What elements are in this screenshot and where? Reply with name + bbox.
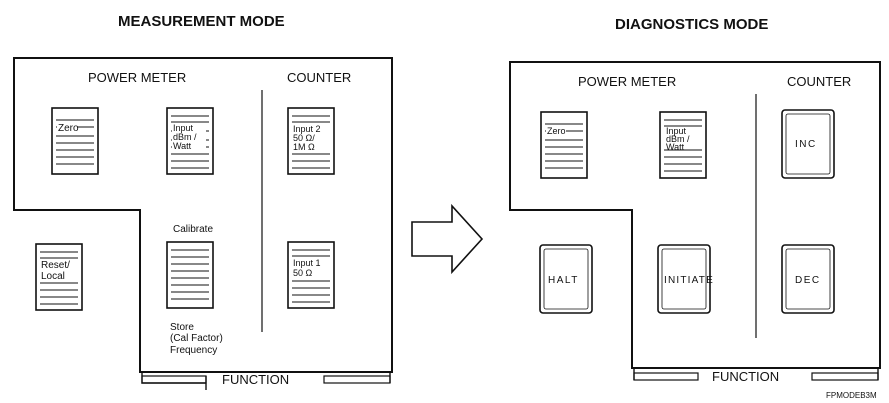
diag-function-bracket [633, 368, 879, 381]
reset-local-key[interactable]: Reset/ Local [35, 243, 83, 311]
mode-arrow [411, 203, 484, 275]
reset-key-label-2: Local [41, 271, 65, 282]
diag-zero-key-label: Zero [547, 126, 566, 136]
input-dbm-watt-key[interactable]: Input dBm / Watt [166, 107, 214, 175]
input-2-key-lines [292, 115, 330, 169]
input-key-label-2: dBm / [173, 132, 197, 142]
power-meter-heading: POWER METER [88, 70, 186, 85]
input-1-key-label-1: Input 1 [293, 258, 321, 268]
diag-input-key-label-3: Watt [666, 142, 685, 152]
input-2-key-label-2: 50 Ω/ [293, 133, 315, 143]
diag-zero-key[interactable]: Zero [540, 111, 588, 179]
initiate-key[interactable]: INITIATE [657, 244, 714, 314]
measurement-mode-title: MEASUREMENT MODE [118, 13, 285, 30]
zero-key[interactable]: Zero [51, 107, 99, 175]
halt-key[interactable]: HALT [539, 244, 593, 314]
reset-key-lines [40, 251, 78, 305]
diag-power-meter-heading: POWER METER [578, 74, 676, 89]
diag-input-key-label-1: Input [666, 126, 687, 136]
function-bracket [141, 372, 391, 390]
input-1-key[interactable]: Input 1 50 Ω [287, 241, 335, 309]
input-key-label-3: Watt [173, 141, 192, 151]
calibrate-label: Calibrate [173, 224, 213, 235]
initiate-key-label: INITIATE [664, 275, 714, 286]
store-label-1: Store [170, 322, 194, 333]
inc-key[interactable]: INC [781, 109, 835, 179]
diag-input-key-lines [664, 119, 702, 172]
diag-input-key-label-2: dBm / [666, 134, 690, 144]
zero-key-lines [56, 119, 94, 165]
input-2-key-label-3: 1M Ω [293, 142, 315, 152]
input-2-key-label-1: Input 2 [293, 124, 321, 134]
figure-code: FPMODEB3M [826, 391, 877, 400]
halt-key-label: HALT [548, 275, 579, 286]
diag-counter-heading: COUNTER [787, 74, 851, 89]
dec-key[interactable]: DEC [781, 244, 835, 314]
store-label-2: (Cal Factor) [170, 333, 223, 344]
input-2-key[interactable]: Input 2 50 Ω/ 1M Ω [287, 107, 335, 175]
inc-key-label: INC [795, 139, 817, 150]
counter-heading: COUNTER [287, 70, 351, 85]
calibrate-key[interactable] [166, 241, 214, 309]
diag-zero-key-lines [545, 123, 583, 169]
diagnostics-mode-title: DIAGNOSTICS MODE [615, 16, 768, 33]
input-1-key-lines [292, 249, 330, 303]
zero-key-label: Zero [58, 123, 79, 134]
input-1-key-label-2: 50 Ω [293, 268, 313, 278]
dec-key-label: DEC [795, 275, 821, 286]
measurement-panel-outline [13, 57, 393, 373]
diag-function-label: FUNCTION [712, 369, 779, 384]
diag-input-dbm-watt-key[interactable]: Input dBm / Watt [659, 111, 707, 179]
calibrate-key-lines [171, 249, 209, 300]
diagnostics-panel-outline [509, 61, 881, 369]
reset-key-label-1: Reset/ [41, 260, 70, 271]
store-label-3: Frequency [170, 345, 217, 356]
input-key-label-1: Input [173, 123, 194, 133]
function-label: FUNCTION [222, 372, 289, 387]
